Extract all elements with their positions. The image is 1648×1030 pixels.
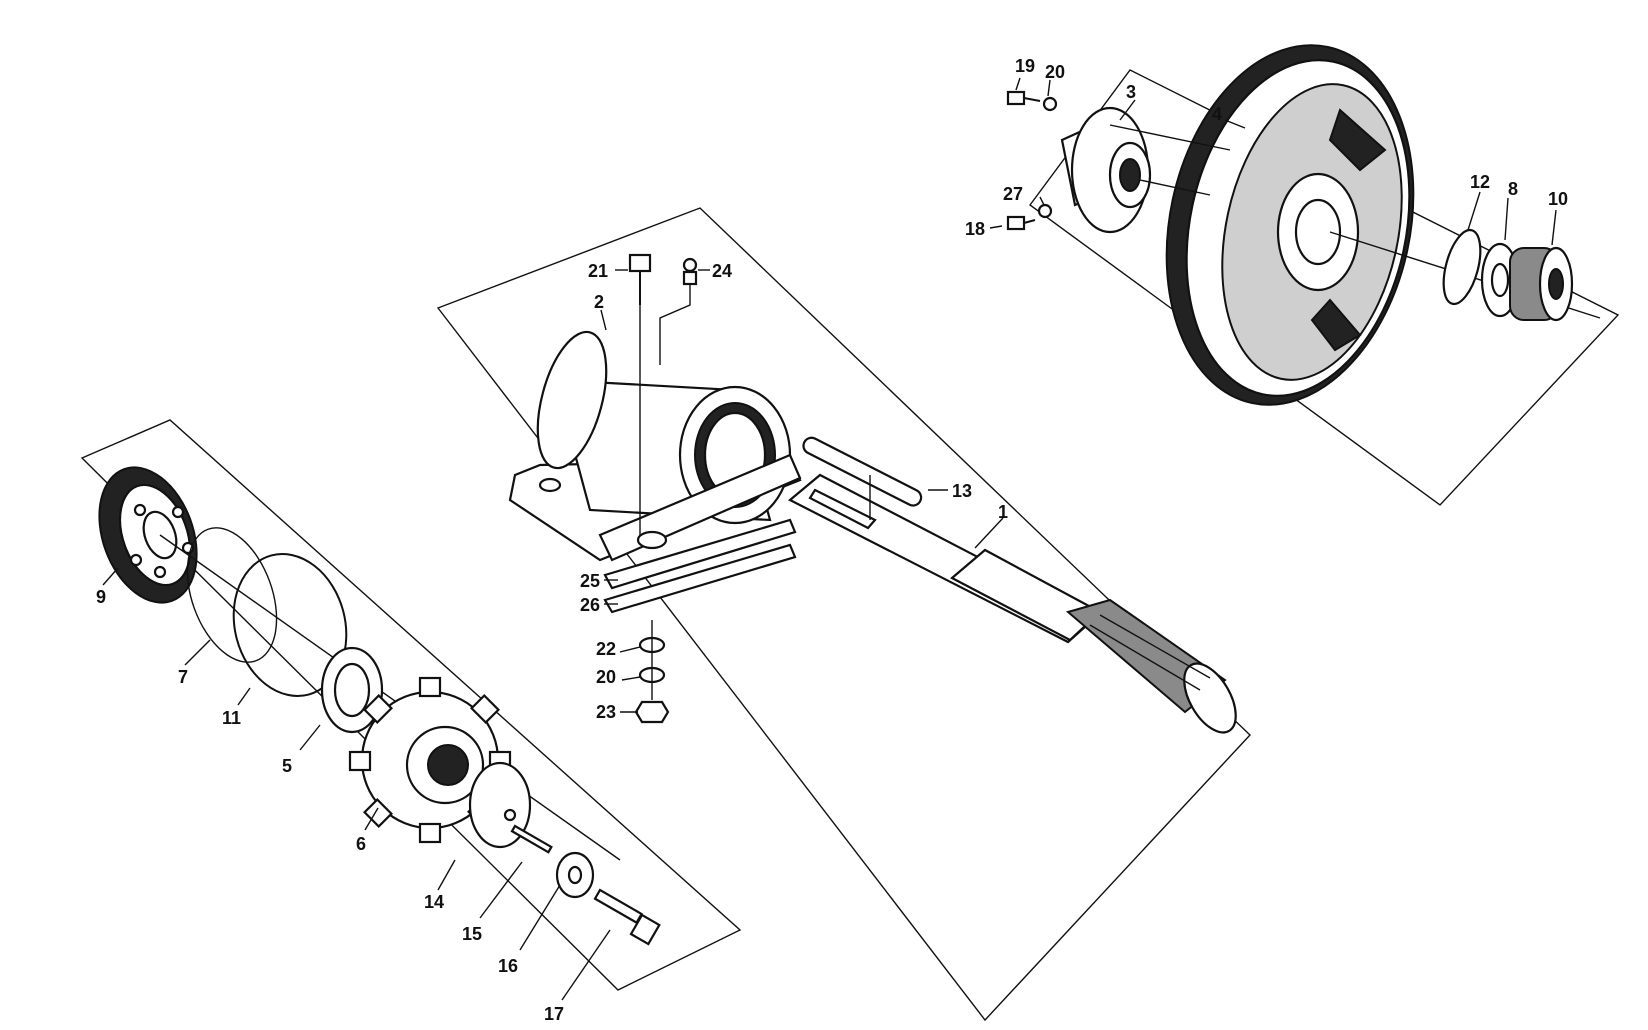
housing-bolt-part — [628, 253, 652, 535]
housing-fasteners-part — [634, 620, 670, 724]
callout-23: 23 — [596, 702, 616, 722]
callout-20-upper: 20 — [1045, 62, 1065, 82]
callout-20-lower: 20 — [596, 667, 616, 687]
pulley-part — [1165, 44, 1415, 406]
callout-1: 1 — [998, 502, 1008, 522]
callout-3: 3 — [1126, 82, 1136, 102]
assembly-plane-main — [436, 207, 1251, 1022]
shim-plates-part — [603, 518, 797, 614]
callout-16: 16 — [498, 956, 518, 976]
shaft-part — [788, 473, 1237, 734]
callout-22: 22 — [596, 639, 616, 659]
pulley-bearing-parts — [1329, 228, 1601, 322]
callout-10: 10 — [1548, 189, 1568, 209]
callout-8: 8 — [1508, 179, 1518, 199]
callout-19: 19 — [1015, 56, 1035, 76]
callout-15: 15 — [462, 924, 482, 944]
callout-4: 4 — [1212, 104, 1222, 124]
callout-25: 25 — [580, 571, 600, 591]
callout-12: 12 — [1470, 172, 1490, 192]
pulley-hub-part — [1060, 106, 1231, 234]
bearing-housing-part — [508, 330, 802, 562]
end-fasteners-part — [510, 824, 661, 946]
callout-5: 5 — [282, 756, 292, 776]
callout-18: 18 — [965, 219, 985, 239]
leader-lines — [102, 77, 1557, 1001]
callout-17: 17 — [544, 1004, 564, 1024]
callout-21: 21 — [588, 261, 608, 281]
ball-bearing-part — [98, 466, 198, 604]
grease-nipple-part — [659, 257, 698, 365]
callout-6: 6 — [356, 834, 366, 854]
callout-14: 14 — [424, 892, 444, 912]
callout-26: 26 — [580, 595, 600, 615]
callout-11: 11 — [222, 708, 241, 728]
rings-and-spacer-parts — [186, 527, 384, 734]
key-part — [802, 436, 923, 520]
callout-24: 24 — [712, 261, 732, 281]
callout-2: 2 — [594, 292, 604, 312]
callout-27: 27 — [1003, 184, 1023, 204]
callout-7: 7 — [178, 667, 188, 687]
callout-13: 13 — [952, 481, 972, 501]
callout-9: 9 — [96, 587, 106, 607]
centre-axis-line — [159, 534, 621, 861]
pulley-small-fasteners-part — [1006, 90, 1058, 231]
